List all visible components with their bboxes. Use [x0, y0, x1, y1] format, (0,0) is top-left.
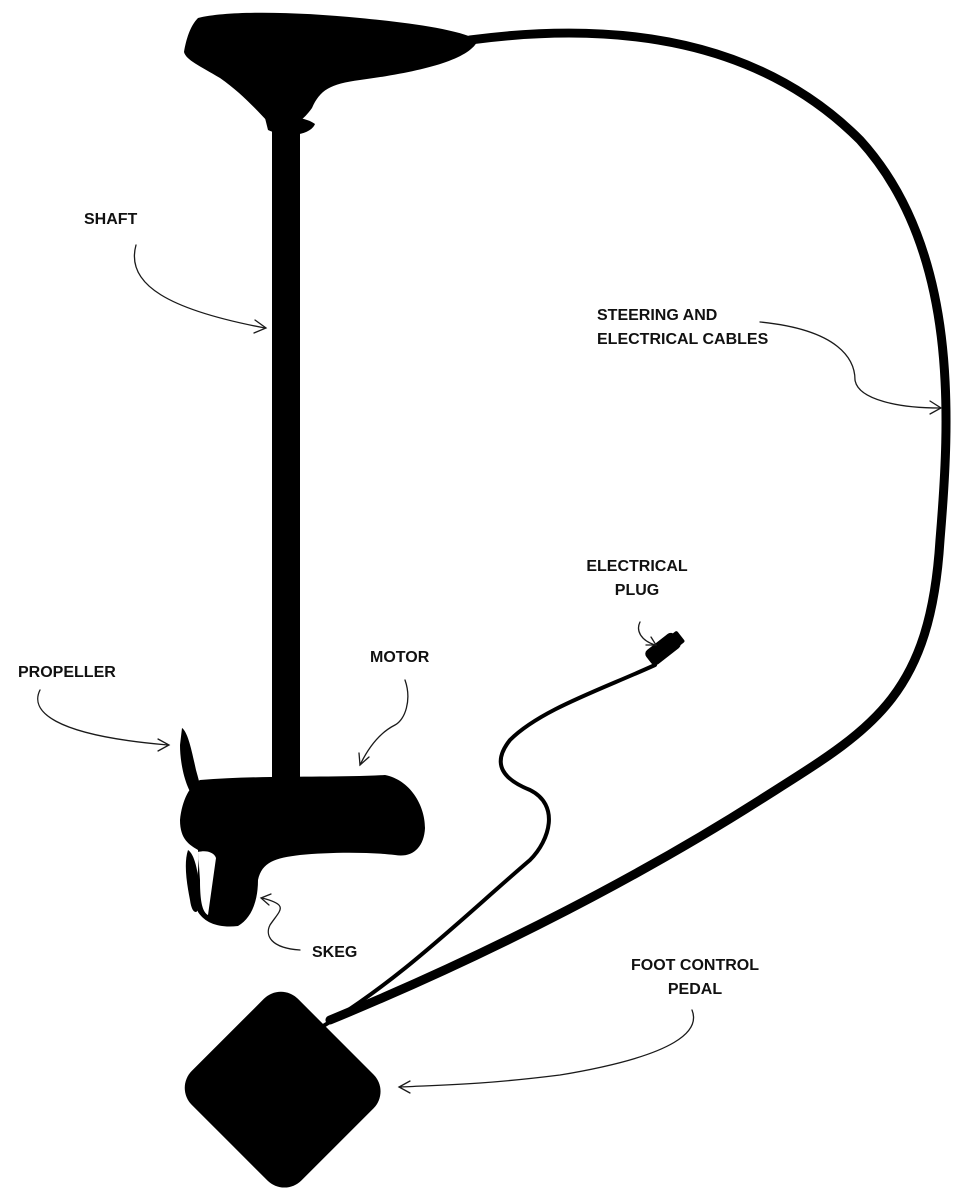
label-pedal-line1: FOOT CONTROL	[631, 957, 759, 974]
plug-arrowhead	[645, 636, 658, 646]
label-plug-line1: ELECTRICAL	[586, 558, 688, 575]
electrical-plug-tip	[669, 631, 685, 647]
leader-lines	[37, 244, 943, 1094]
motor-leader	[359, 679, 409, 766]
steering-cable	[325, 28, 951, 1025]
shaft-arrowhead	[253, 319, 268, 334]
electrical-cable	[318, 663, 657, 1030]
foot-control-pedal	[184, 991, 381, 1188]
label-pedal-line2: PEDAL	[667, 981, 723, 998]
shaft	[272, 110, 300, 790]
propeller-arrowhead	[157, 738, 171, 752]
label-cables-line2: ELECTRICAL CABLES	[597, 331, 769, 348]
skeg-leader	[261, 897, 301, 951]
propeller-leader	[37, 689, 169, 746]
motor-head	[184, 12, 478, 127]
motor-body	[180, 775, 425, 927]
cables-leader	[759, 321, 941, 409]
shaft-leader	[133, 244, 266, 329]
pedal-arrowhead	[397, 1080, 411, 1094]
electrical-plug	[645, 632, 681, 666]
skeg-arrowhead	[259, 893, 272, 906]
propeller-upper	[180, 728, 201, 800]
label-plug-line2: PLUG	[614, 582, 660, 599]
label-skeg: SKEG	[312, 944, 358, 961]
label-propeller: PROPELLER	[18, 664, 116, 681]
propeller-hub-gap	[198, 851, 216, 915]
plug-leader	[637, 621, 656, 646]
motor-arrowhead	[358, 752, 370, 767]
propeller-lower	[185, 850, 200, 912]
label-shaft: SHAFT	[84, 211, 138, 228]
cables-arrowhead	[929, 400, 943, 415]
label-motor: MOTOR	[370, 649, 430, 666]
label-cables-line1: STEERING AND	[597, 307, 718, 324]
pedal-leader	[399, 1009, 695, 1088]
